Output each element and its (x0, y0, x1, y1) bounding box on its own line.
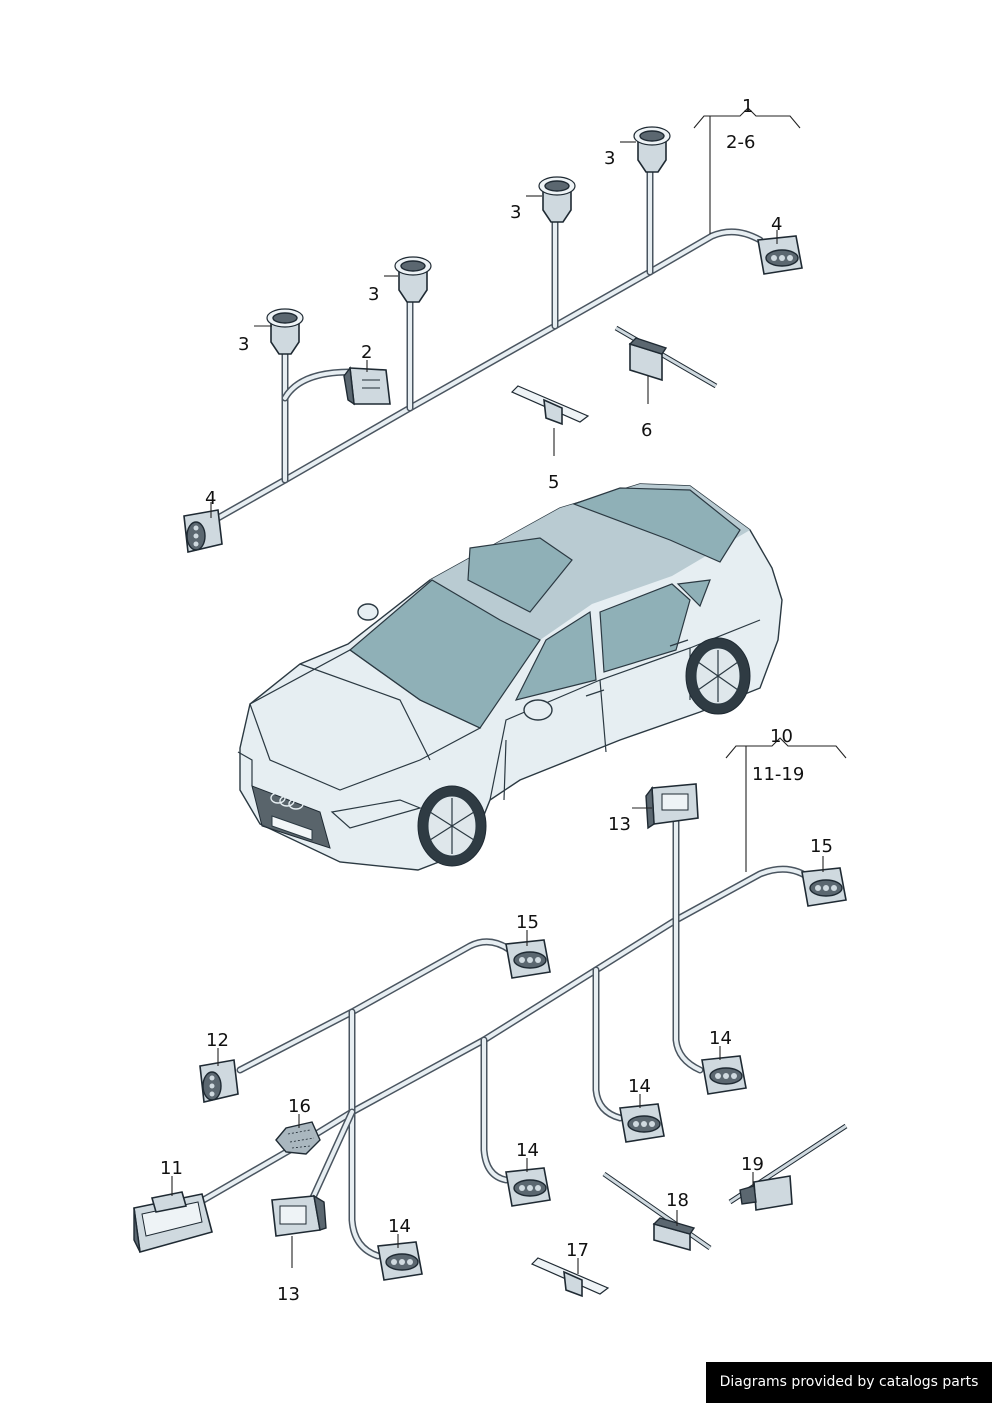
callout-16: 16 (288, 1096, 311, 1117)
connector-15-left (505, 939, 551, 979)
callout-11-19: 11-19 (752, 764, 804, 785)
callout-2: 2 (361, 342, 372, 363)
callout-11: 11 (160, 1158, 183, 1179)
connector-15-right (801, 867, 847, 907)
callout-4-right: 4 (771, 214, 782, 235)
connector-14-a (701, 1055, 747, 1095)
callout-17: 17 (566, 1240, 589, 1261)
callout-19: 19 (741, 1154, 764, 1175)
callout-13-upper: 13 (608, 814, 631, 835)
connector-12 (199, 1059, 239, 1103)
callout-14-a: 14 (709, 1028, 732, 1049)
callout-3-c: 3 (510, 202, 521, 223)
leader-lines (171, 107, 847, 1274)
callout-labels: 1 2-6 3 3 3 3 2 4 4 5 6 10 11-19 13 15 1… (160, 96, 833, 1305)
callout-18: 18 (666, 1190, 689, 1211)
callout-13-lower: 13 (277, 1284, 300, 1305)
callout-3-b: 3 (368, 284, 379, 305)
callout-14-d: 14 (388, 1216, 411, 1237)
harness-connector-4-right (757, 235, 803, 275)
connector-14-b (619, 1103, 665, 1143)
callout-6: 6 (641, 420, 652, 441)
round-connector-3d (633, 126, 671, 173)
callout-14-b: 14 (628, 1076, 651, 1097)
connector-13-upper (645, 783, 699, 830)
cable-tie-holder-19 (728, 1123, 848, 1211)
callout-3-d: 3 (604, 148, 615, 169)
connector-14-c (505, 1167, 551, 1207)
round-connector-3a (266, 308, 304, 355)
upper-wiring-harness (214, 168, 764, 522)
callout-5: 5 (548, 472, 559, 493)
harness-connector-4-left (183, 509, 223, 553)
callout-3-a: 3 (238, 334, 249, 355)
callout-4-left: 4 (205, 488, 216, 509)
bracket-5 (510, 385, 590, 426)
credit-badge: Diagrams provided by catalogs parts (706, 1362, 992, 1403)
callout-14-c: 14 (516, 1140, 539, 1161)
bracket-17 (530, 1257, 610, 1298)
callout-1: 1 (742, 96, 753, 117)
cable-tie-holder-18 (602, 1171, 712, 1252)
callout-15-right: 15 (810, 836, 833, 857)
callout-12: 12 (206, 1030, 229, 1051)
flat-connector-2 (343, 366, 391, 406)
car-illustration (237, 483, 783, 871)
round-connector-3b (394, 256, 432, 303)
connector-16 (275, 1121, 321, 1155)
callout-10: 10 (770, 726, 793, 747)
connector-11 (133, 1191, 213, 1254)
connector-13-lower (271, 1194, 327, 1237)
cable-tie-holder-6 (614, 325, 718, 389)
connector-14-d (377, 1241, 423, 1281)
callout-15-left: 15 (516, 912, 539, 933)
round-connector-3c (538, 176, 576, 223)
callout-2-6: 2-6 (726, 132, 755, 153)
